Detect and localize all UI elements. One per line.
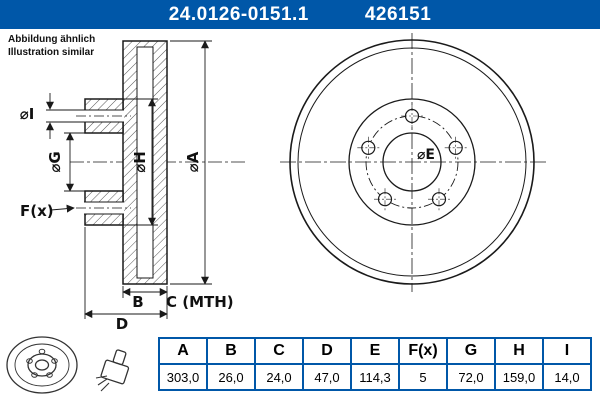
- outer-diameter-circle: [289, 39, 535, 285]
- label-dia-a: ⌀A: [184, 151, 202, 172]
- spec-value-a: 303,0: [158, 363, 208, 391]
- dimension-dia-i: ⌀I: [20, 93, 84, 139]
- dimension-dia-h: ⌀H: [95, 98, 158, 226]
- label-dia-g: ⌀G: [46, 151, 64, 172]
- spec-header-row: A B C D E F(x) G H I: [158, 337, 592, 365]
- spec-value-c: 24,0: [254, 363, 304, 391]
- bolt-hole-centerlines: [357, 105, 467, 211]
- spec-value-e: 114,3: [350, 363, 400, 391]
- spec-header-fx: F(x): [398, 337, 448, 365]
- spec-value-d: 47,0: [302, 363, 352, 391]
- label-d: D: [116, 315, 128, 333]
- marking-stamp-icon: [95, 349, 130, 392]
- spec-value-g: 72,0: [446, 363, 496, 391]
- note-line-de: Abbildung ähnlich: [8, 34, 96, 45]
- label-dia-i: ⌀I: [20, 105, 35, 123]
- spec-value-fx: 5: [398, 363, 448, 391]
- outer-chamfer-circle: [297, 47, 527, 277]
- spec-table: A B C D E F(x) G H I 303,0 26,0 24,0 47,…: [158, 337, 592, 391]
- part-number: 24.0126-0151.1: [168, 3, 309, 25]
- label-f-x: F(x): [20, 202, 54, 220]
- spec-value-i: 14,0: [542, 363, 592, 391]
- spec-header-i: I: [542, 337, 592, 365]
- spec-value-row: 303,0 26,0 24,0 47,0 114,3 5 72,0 159,0 …: [158, 363, 592, 391]
- dimension-dia-a: ⌀A: [170, 40, 212, 285]
- technical-drawing: ⌀I ⌀G F(x) ⌀H ⌀A B C (MTH) D: [20, 33, 546, 333]
- label-b: B: [132, 293, 143, 311]
- spec-header-e: E: [350, 337, 400, 365]
- hat-circle: [348, 98, 476, 226]
- dimension-f-x: F(x): [20, 202, 75, 220]
- dimension-d: D: [84, 227, 168, 333]
- spec-header-a: A: [158, 337, 208, 365]
- front-view: ⌀E: [280, 33, 546, 292]
- label-c-mth: C (MTH): [166, 293, 234, 311]
- spec-value-h: 159,0: [494, 363, 544, 391]
- spec-value-b: 26,0: [206, 363, 256, 391]
- article-number: 426151: [364, 3, 432, 25]
- brake-disc-pictogram: [6, 336, 78, 394]
- similar-note: Abbildung ähnlich Illustration similar: [8, 33, 95, 59]
- spec-header-g: G: [446, 337, 496, 365]
- dimension-b: B C (MTH): [122, 286, 234, 311]
- header-bar: 24.0126-0151.1 426151: [0, 0, 600, 29]
- label-dia-h: ⌀H: [131, 151, 149, 173]
- dimension-dia-g: ⌀G: [46, 132, 85, 192]
- spec-header-d: D: [302, 337, 352, 365]
- center-bore-circle: [382, 132, 442, 192]
- section-view: [70, 40, 246, 285]
- spec-header-b: B: [206, 337, 256, 365]
- spec-header-h: H: [494, 337, 544, 365]
- label-dia-e: ⌀E: [417, 147, 435, 163]
- note-line-en: Illustration similar: [8, 47, 95, 58]
- spec-header-c: C: [254, 337, 304, 365]
- footer-icons: [6, 336, 130, 394]
